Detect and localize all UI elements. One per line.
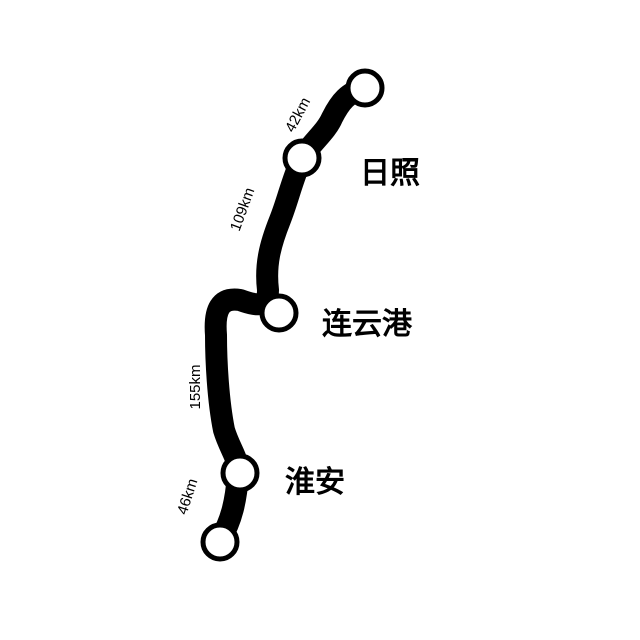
distance-label-segment-3: 155km — [187, 364, 204, 409]
station-label-rizhao: 日照 — [360, 156, 420, 191]
station-marker-huaian — [220, 453, 260, 493]
station-label-lianyungang: 连云港 — [322, 307, 413, 342]
station-label-huaian: 淮安 — [285, 465, 345, 500]
distance-label-segment-2: 109km — [227, 185, 258, 233]
distance-label-segment-1: 42km — [282, 95, 314, 135]
station-marker-south-terminus — [200, 522, 240, 562]
station-marker-north-terminus — [345, 68, 385, 108]
station-marker-lianyungang — [259, 293, 299, 333]
station-marker-rizhao — [282, 138, 322, 178]
distance-label-segment-4: 46km — [174, 477, 202, 517]
